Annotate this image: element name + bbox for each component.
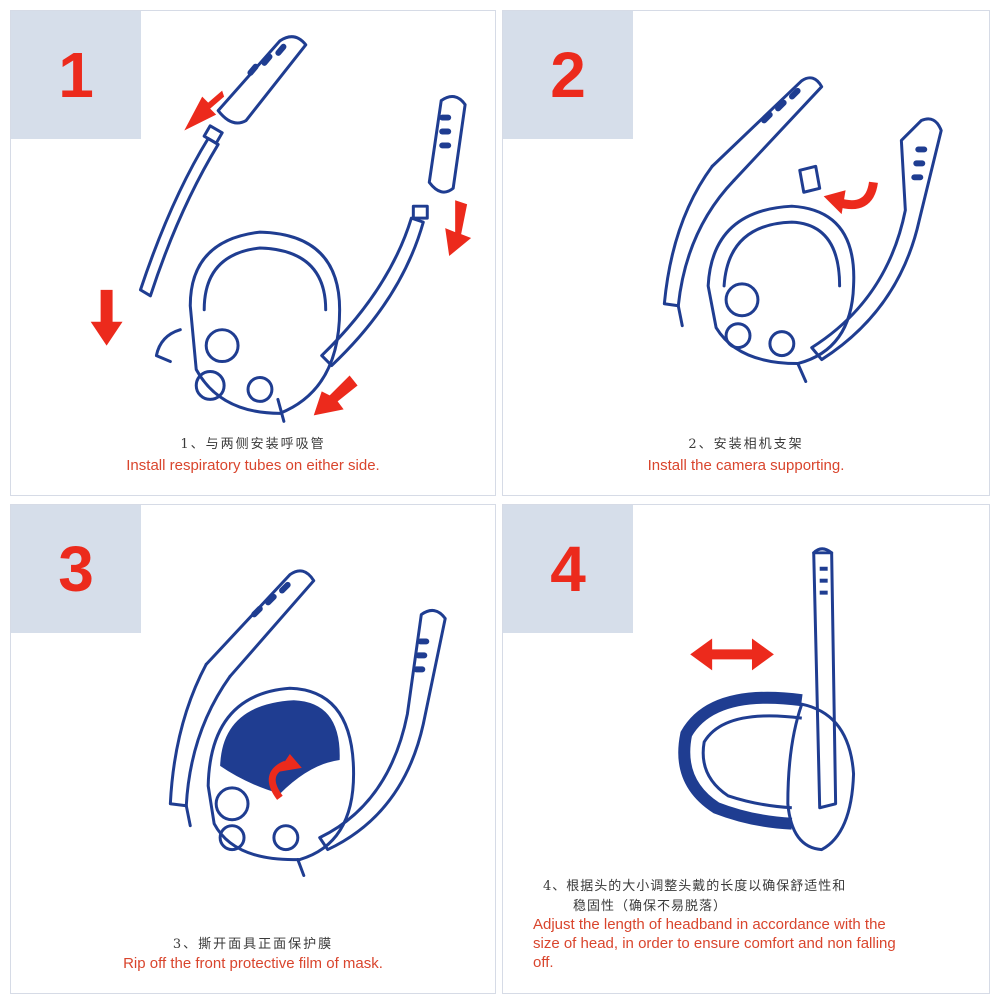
step-1-caption-en: Install respiratory tubes on either side… <box>126 457 380 474</box>
step-3-caption-cn: 3、撕开面具正面保护膜 <box>172 937 334 952</box>
step-number: 4 <box>550 533 586 605</box>
step-number-box: 3 <box>11 505 141 633</box>
step-4-caption-en-line1: Adjust the length of headband in accorda… <box>533 916 886 933</box>
step-number: 1 <box>58 39 94 111</box>
step-2-illustration <box>662 76 943 383</box>
step-1-illustration <box>90 35 472 423</box>
step-4-caption-cn-line2: 稳固性（确保不易脱落） <box>573 899 728 914</box>
step-2-panel: 2 2、安装相 <box>502 10 990 496</box>
step-3-illustration <box>168 569 447 877</box>
step-2-caption-en: Install the camera supporting. <box>647 457 845 474</box>
step-number: 3 <box>58 533 94 605</box>
step-number: 2 <box>550 39 586 111</box>
step-3-caption-en: Rip off the front protective film of mas… <box>123 955 383 972</box>
step-4-caption-cn-line1: 4、根据头的大小调整头戴的长度以确保舒适性和 <box>543 879 847 894</box>
step-4-caption-en-line3: off. <box>533 954 554 971</box>
step-4-illustration <box>678 547 856 852</box>
step-4-panel: 4 4、根据头的大小调整头戴的长度以确保舒适性和 稳固性（确保不易脱落） Adj… <box>502 504 990 994</box>
step-1-caption-cn: 1、与两侧安装呼吸管 <box>180 437 326 452</box>
step-2-caption-cn: 2、安装相机支架 <box>688 437 804 452</box>
step-3-panel: 3 3、撕开面具正面保护膜 Rip off the front protecti… <box>10 504 496 994</box>
step-number-box: 1 <box>11 11 141 139</box>
step-1-panel: 1 <box>10 10 496 496</box>
step-number-box: 4 <box>503 505 633 633</box>
step-4-caption-en-line2: size of head, in order to ensure comfort… <box>533 935 896 952</box>
step-number-box: 2 <box>503 11 633 139</box>
